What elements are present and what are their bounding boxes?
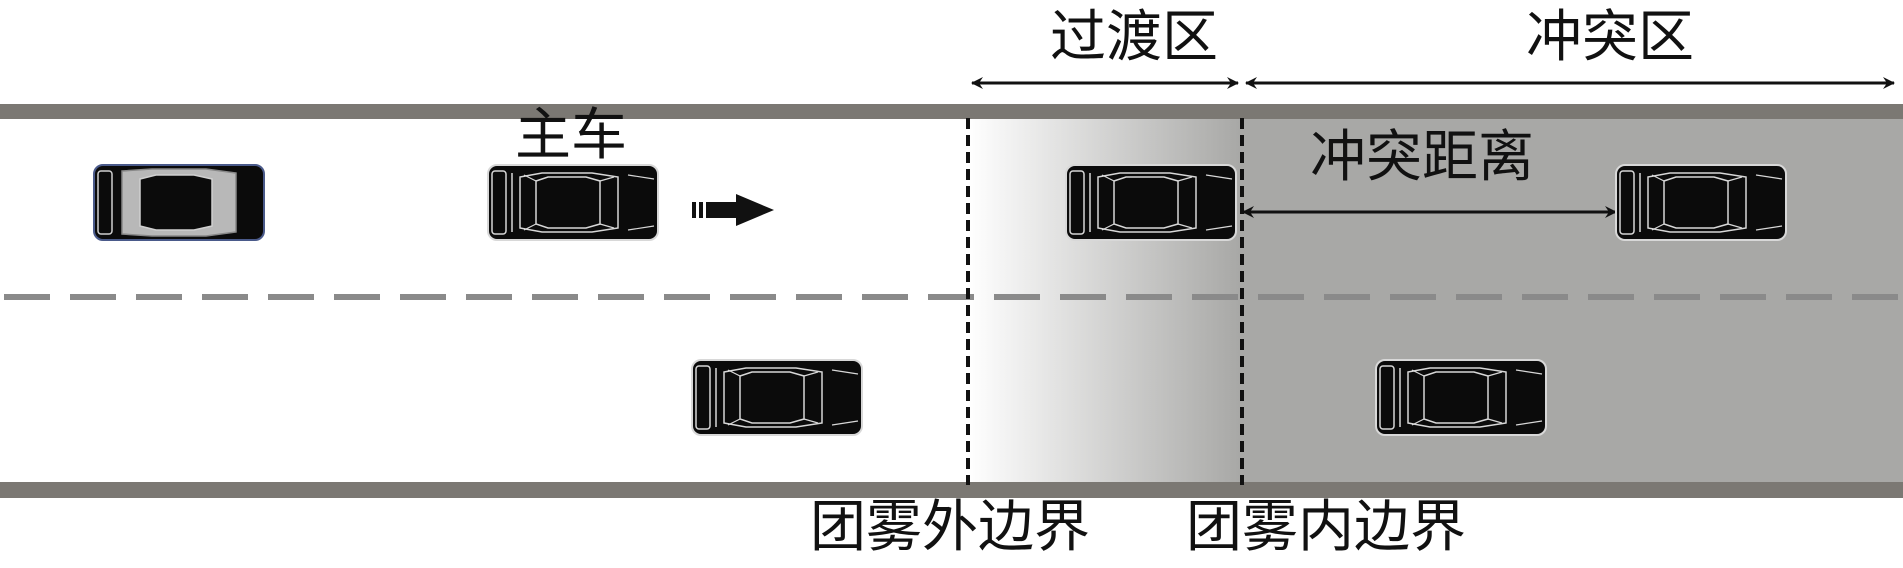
- ego-car: [487, 164, 659, 241]
- rear-car: [93, 164, 265, 241]
- road-bottom-edge: [0, 482, 1903, 498]
- car-lower-lane-fog: [1375, 359, 1547, 436]
- conflict-zone-label: 冲突区: [1526, 5, 1694, 70]
- transition-zone-label: 过渡区: [1050, 5, 1218, 70]
- road-top-edge: [0, 104, 1903, 119]
- ego-vehicle-label: 主车: [515, 103, 627, 168]
- fog-inner-boundary-label: 团雾内边界: [1186, 495, 1466, 560]
- conflict-distance-label: 冲突距离: [1310, 125, 1534, 190]
- car-lower-lane-left: [691, 359, 863, 436]
- car-transition-zone: [1065, 164, 1237, 241]
- car-conflict-zone: [1615, 164, 1787, 241]
- motion-arrow: [692, 194, 774, 226]
- conflict-zone-fog: [1240, 118, 1903, 488]
- fog-outer-boundary-label: 团雾外边界: [810, 495, 1090, 560]
